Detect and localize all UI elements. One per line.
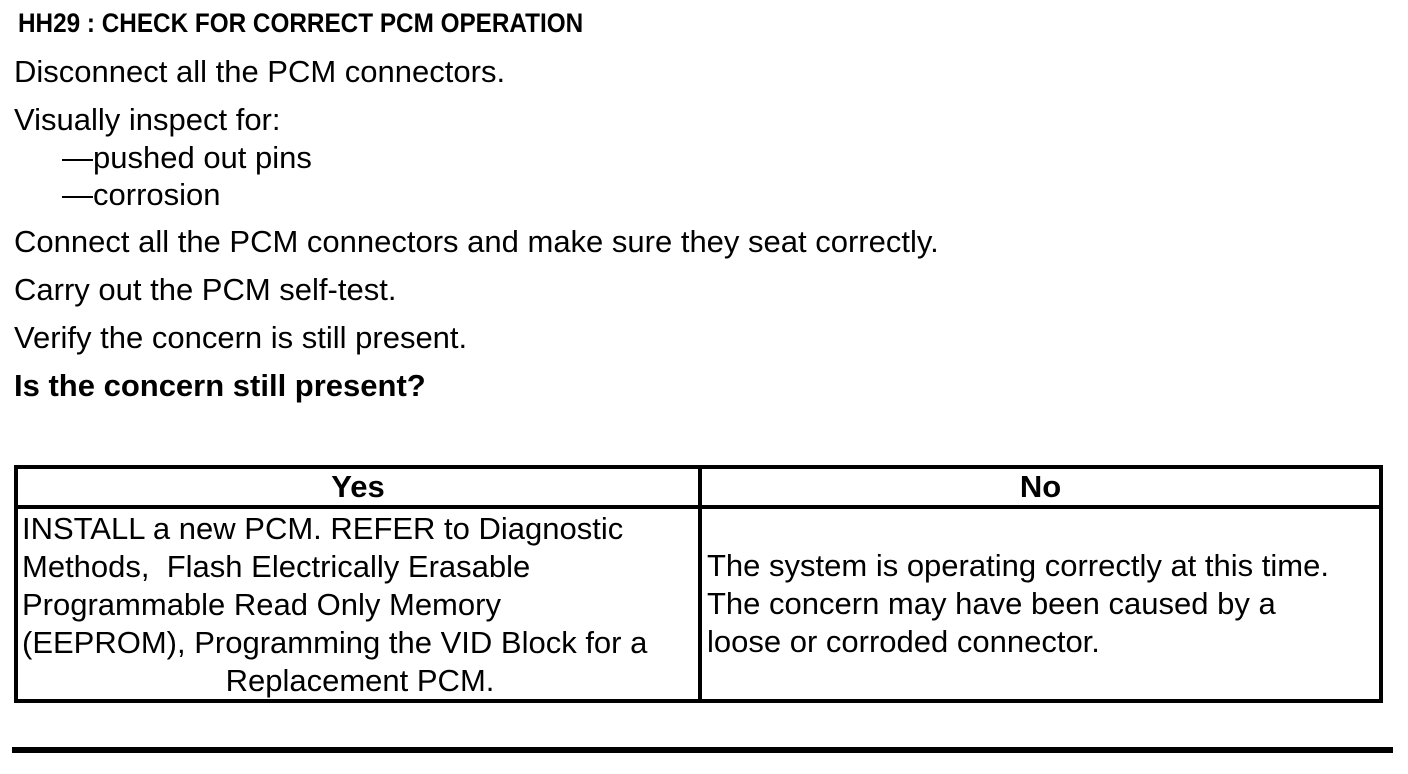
- page-divider: [12, 747, 1393, 753]
- instruction-disconnect: Disconnect all the PCM connectors.: [14, 54, 506, 89]
- cell-text-line: The system is operating correctly at thi…: [707, 548, 1329, 583]
- decision-table: Yes No INSTALL a new PCM. REFER to Diagn…: [14, 465, 1383, 703]
- instruction-inspect-intro: Visually inspect for:: [14, 102, 281, 137]
- yes-cell: INSTALL a new PCM. REFER to Diagnostic M…: [18, 509, 702, 699]
- instruction-verify: Verify the concern is still present.: [14, 320, 468, 355]
- cell-text-line: Programmable Read Only Memory: [22, 587, 501, 622]
- table-header-no: No: [1019, 469, 1062, 504]
- instruction-self-test: Carry out the PCM self-test.: [14, 272, 397, 307]
- instruction-connect: Connect all the PCM connectors and make …: [14, 224, 939, 259]
- cell-text-line: (EEPROM), Programming the VID Block for …: [22, 625, 648, 660]
- no-cell: The system is operating correctly at thi…: [702, 509, 1379, 699]
- table-header-yes: Yes: [18, 469, 702, 505]
- cell-text-line: INSTALL a new PCM. REFER to Diagnostic: [22, 511, 624, 546]
- cell-text-line: Replacement PCM.: [225, 663, 495, 698]
- inspection-list-item: —pushed out pins: [62, 140, 312, 175]
- decision-table-body-row: INSTALL a new PCM. REFER to Diagnostic M…: [18, 509, 1379, 699]
- inspection-list-item: —corrosion: [62, 177, 221, 212]
- cell-text-line: loose or corroded connector.: [707, 624, 1100, 659]
- procedure-heading: HH29 : CHECK FOR CORRECT PCM OPERATION: [18, 8, 584, 38]
- decision-table-header-row: Yes No: [18, 469, 1379, 509]
- cell-text-line: Methods, Flash Electrically Erasable: [22, 549, 531, 584]
- cell-text-line: The concern may have been caused by a: [707, 586, 1276, 621]
- decision-question: Is the concern still present?: [14, 368, 426, 403]
